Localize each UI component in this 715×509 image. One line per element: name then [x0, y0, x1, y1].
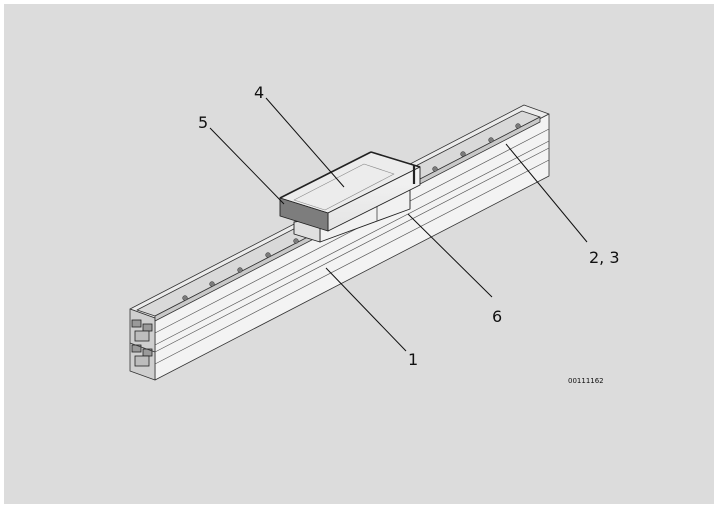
leader-line-6 [407, 213, 493, 298]
leader-line-1 [325, 267, 407, 352]
leader-line-5 [209, 127, 285, 205]
callout-1: 1 [408, 350, 418, 369]
leader-lines [209, 97, 588, 352]
callout-4: 4 [254, 83, 264, 102]
callout-6: 6 [492, 307, 502, 326]
callout-2-3: 2, 3 [589, 248, 620, 267]
leader-line-23 [505, 143, 588, 243]
callout-5: 5 [198, 113, 208, 132]
profile-end-slots [129, 319, 156, 367]
document-id: 00111162 [568, 377, 604, 385]
rail-mounting-holes [182, 123, 521, 301]
leader-line-4 [265, 97, 345, 188]
guide-carriage [279, 151, 421, 243]
linear-guide-illustration: 4 5 6 2, 3 1 00111162 [129, 83, 620, 385]
illustration-panel: 4 5 6 2, 3 1 00111162 [4, 4, 714, 504]
